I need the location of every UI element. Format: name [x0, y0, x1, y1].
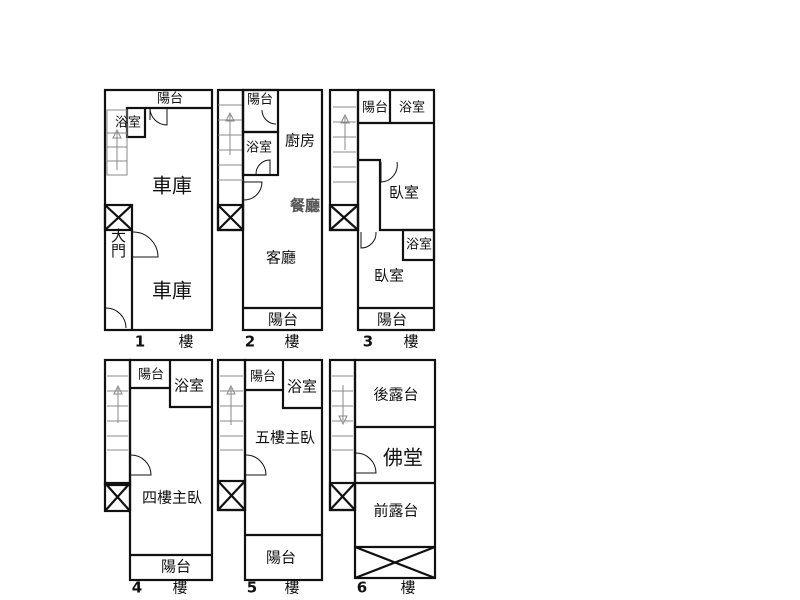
room-label: 陽台 — [266, 549, 296, 567]
door-swing — [149, 107, 168, 126]
room-label: 陽台 — [362, 101, 388, 116]
room-label: 前露台 — [373, 502, 418, 520]
elevator-shaft — [216, 479, 247, 512]
room-label: 臥室 — [389, 184, 419, 202]
room-label: 四樓主臥 — [142, 489, 202, 507]
room-label: 浴室 — [406, 237, 432, 253]
door-swing — [130, 454, 152, 476]
door-swing — [132, 231, 159, 258]
stairs — [107, 375, 128, 451]
floor-suffix: 樓 — [284, 579, 299, 597]
room-label: 浴室 — [399, 100, 425, 116]
room-label: 佛堂 — [383, 446, 423, 470]
floor-suffix: 樓 — [403, 333, 418, 351]
door-swing — [261, 109, 277, 125]
door-swing — [360, 231, 377, 249]
room-label: 車庫 — [152, 174, 192, 198]
door-swing — [245, 454, 267, 476]
door-swing — [105, 307, 127, 329]
door-swing — [380, 161, 398, 183]
room-label: 浴室 — [246, 140, 272, 156]
floor-number: 6 — [357, 579, 367, 597]
door-swing — [255, 159, 271, 175]
room-label: 大門 — [109, 228, 127, 259]
room-label: 餐廳 — [290, 197, 320, 215]
room-label: 陽台 — [250, 370, 276, 385]
room-label: 臥室 — [374, 267, 404, 285]
floor-1-plan: 陽台 浴室 車庫 大門 車庫 1 樓 — [103, 88, 214, 351]
floor-3-plan: 陽台 浴室 臥室 浴室 臥室 陽台 3 樓 — [328, 88, 436, 351]
room-label: 客廳 — [266, 249, 296, 267]
room-label: 陽台 — [377, 311, 407, 329]
floor-suffix: 樓 — [178, 333, 193, 351]
elevator-shaft — [328, 481, 357, 512]
floor-number: 4 — [132, 579, 142, 597]
floor-6-plan: 後露台 佛堂 前露台 6 樓 — [328, 358, 437, 597]
door-swing — [355, 452, 377, 474]
floor-number: 2 — [245, 333, 255, 351]
stairs — [220, 375, 243, 451]
void-area — [354, 545, 436, 580]
floor-suffix: 樓 — [400, 579, 415, 597]
stairs — [106, 109, 128, 176]
room-label: 浴室 — [115, 115, 141, 131]
floor-number: 3 — [363, 333, 373, 351]
door-swing — [243, 181, 263, 201]
room-label: 浴室 — [174, 377, 204, 395]
floor-suffix: 樓 — [284, 333, 299, 351]
room-label: 五樓主臥 — [255, 429, 315, 447]
room-label: 陽台 — [161, 558, 191, 576]
elevator-shaft — [103, 481, 132, 513]
room-label: 後露台 — [373, 386, 418, 404]
stairs — [332, 375, 353, 451]
room-label: 陽台 — [138, 368, 164, 383]
floor-5-plan: 陽台 浴室 五樓主臥 陽台 5 樓 — [216, 358, 324, 597]
floor-number: 5 — [247, 579, 257, 597]
elevator-shaft — [103, 203, 134, 232]
floor-4-plan: 陽台 浴室 四樓主臥 陽台 4 樓 — [103, 358, 214, 597]
elevator-shaft — [328, 203, 360, 232]
room-label: 陽台 — [268, 311, 298, 329]
floor-2-plan: 陽台 浴室 廚房 餐廳 客廳 陽台 2 樓 — [216, 88, 324, 351]
floor-number: 1 — [135, 333, 145, 351]
elevator-shaft — [216, 203, 245, 232]
stairs — [333, 106, 356, 183]
room-label: 浴室 — [287, 378, 317, 396]
floor-suffix: 樓 — [172, 579, 187, 597]
room-label: 廚房 — [285, 132, 315, 150]
room-label: 陽台 — [157, 92, 183, 107]
room-label: 車庫 — [152, 279, 192, 303]
room-label: 陽台 — [247, 93, 273, 108]
stairs — [218, 104, 243, 181]
